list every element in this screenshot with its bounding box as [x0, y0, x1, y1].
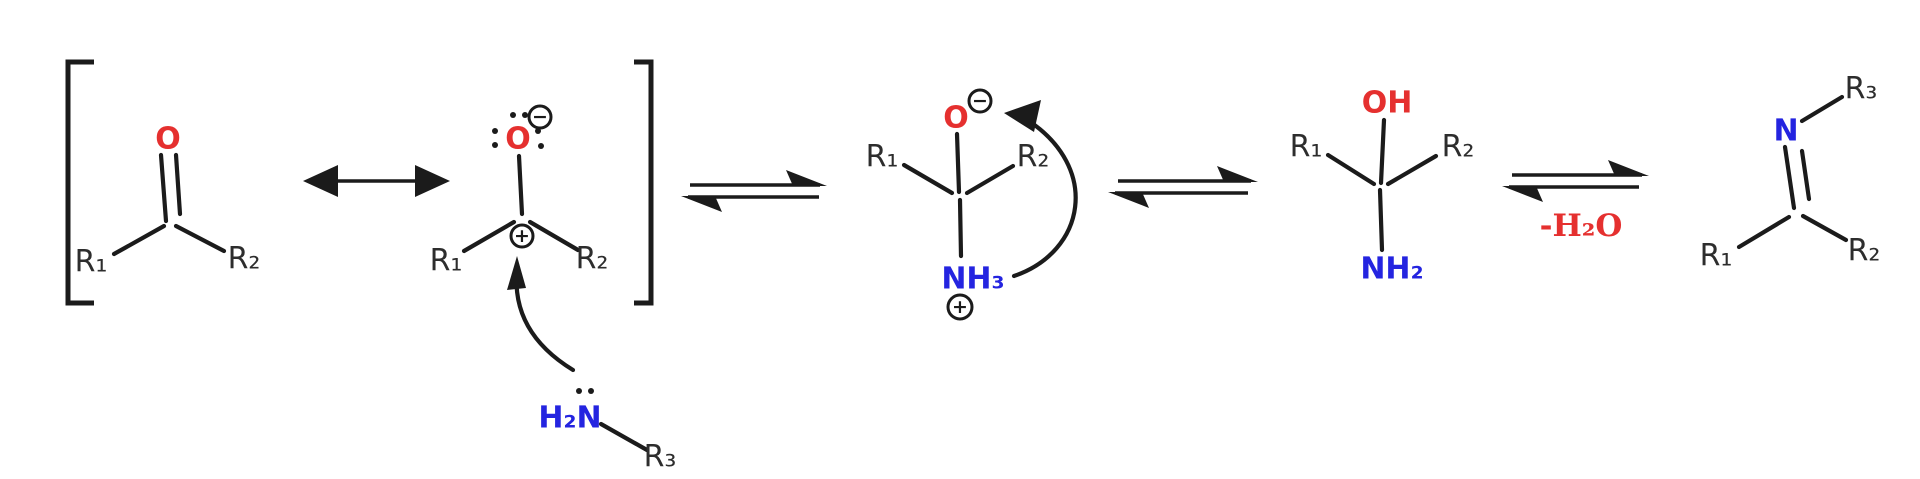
- equilibrium-arrow-3: -H₂O: [1502, 160, 1649, 244]
- c-r2-bond: [527, 219, 581, 253]
- c-n-bond: [957, 197, 964, 259]
- plus-charge-sign: +: [952, 296, 968, 318]
- c-r2-bond: [1385, 153, 1439, 187]
- c-r1-bond: [1736, 214, 1792, 250]
- carbinolamine-r2-label: R₂: [1442, 130, 1475, 165]
- c-r2-bond: [1800, 213, 1849, 243]
- plus-charge-sign: +: [514, 225, 530, 247]
- c-r2-bond: [173, 223, 227, 254]
- c-n-double-bond-line2: [1799, 148, 1812, 202]
- carbinolamine-structure: OH R₁ R₂ NH₂: [1290, 86, 1475, 287]
- c-n-double-bond-line1: [1782, 144, 1797, 211]
- minus-h2o-label: -H₂O: [1540, 208, 1623, 244]
- imine-structure: R₃ N R₁ R₂: [1700, 72, 1881, 274]
- amine-r3-label: R₃: [644, 440, 677, 475]
- imine-r1-label: R₁: [1700, 239, 1733, 274]
- o-c-bond: [516, 153, 525, 217]
- c-r1-bond: [111, 223, 167, 257]
- ketone-r2-label: R₂: [228, 242, 261, 277]
- oxocarbenium-r1-label: R₁: [430, 244, 463, 279]
- carbinolamine-oh-label: OH: [1362, 86, 1413, 121]
- curved-arrow-head: [1004, 100, 1041, 132]
- minus-charge-sign: −: [532, 106, 548, 128]
- zwitterion-r1-label: R₁: [866, 140, 899, 175]
- equilibrium-arrow-2: [1108, 166, 1258, 208]
- lone-pair-dot: [535, 128, 541, 134]
- carbinolamine-nh2-label: NH₂: [1360, 252, 1423, 287]
- c-r1-bond: [901, 162, 955, 196]
- right-bracket: [634, 59, 654, 306]
- lone-pair-dot: [538, 143, 544, 149]
- c-r1-bond: [1325, 152, 1377, 187]
- left-bracket: [65, 59, 94, 306]
- resonance-arrow: [303, 165, 450, 197]
- imine-r3-label: R₃: [1845, 72, 1878, 107]
- proton-transfer-curved-arrow: [1011, 116, 1078, 279]
- minus-charge-circle: [967, 88, 993, 114]
- zwitterion-structure: O − R₁ R₂ NH₃ +: [866, 88, 1078, 321]
- oxocarbenium-oxygen-label: O: [505, 122, 531, 157]
- c-o-double-bond-line1: [158, 152, 169, 224]
- zwitterion-nh3-label: NH₃: [941, 262, 1004, 297]
- o-c-bond: [954, 131, 962, 195]
- o-c-bond: [1378, 117, 1387, 186]
- minus-charge-sign: −: [972, 90, 988, 112]
- zwitterion-oxygen-label: O: [943, 101, 969, 136]
- ketone-r1-label: R₁: [75, 245, 108, 280]
- n-r3-bond: [598, 421, 650, 453]
- imine-r2-label: R₂: [1848, 234, 1881, 269]
- c-n-bond: [1377, 187, 1385, 253]
- equilibrium-arrow-1: [681, 170, 827, 212]
- ketone-oxygen-label: O: [155, 122, 181, 157]
- lone-pair-dot: [576, 388, 582, 394]
- zwitterion-r2-label: R₂: [1017, 140, 1050, 175]
- lone-pair-dot: [492, 142, 498, 148]
- plus-charge-circle: [509, 223, 535, 249]
- amine-nucleophile: H₂N R₃: [538, 388, 676, 475]
- lone-pair-dot: [510, 112, 516, 118]
- curved-arrow-head: [507, 256, 526, 290]
- plus-charge-circle: [946, 293, 974, 321]
- ketone-structure: O R₁ R₂: [75, 122, 261, 280]
- minus-charge-circle: [527, 104, 553, 130]
- lone-pair-dot: [492, 128, 498, 134]
- n-r3-bond: [1799, 94, 1845, 124]
- c-r2-bond: [964, 163, 1016, 196]
- imine-nitrogen-label: N: [1773, 114, 1798, 149]
- amine-h2n-label: H₂N: [538, 401, 601, 436]
- carbinolamine-r1-label: R₁: [1290, 130, 1323, 165]
- lone-pair-dot: [522, 112, 528, 118]
- oxocarbenium-structure: O − + R₁ R₂: [430, 104, 609, 373]
- c-o-double-bond-line2: [173, 152, 183, 217]
- lone-pair-dot: [588, 388, 594, 394]
- c-r1-bond: [461, 219, 517, 254]
- oxocarbenium-r2-label: R₂: [576, 242, 609, 277]
